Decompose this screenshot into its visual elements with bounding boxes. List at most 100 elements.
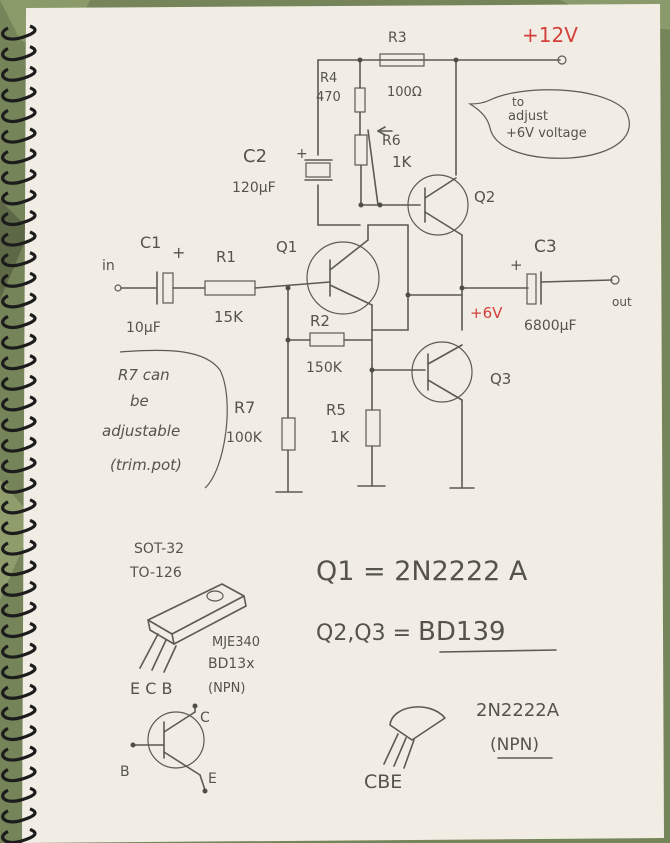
- r1-value: 15K: [214, 308, 244, 326]
- q1-name: Q1: [276, 238, 297, 256]
- spiral-coil: [1, 189, 37, 206]
- spiral-coil: [1, 580, 37, 597]
- npn-symbol: [130, 703, 208, 794]
- to92-package-sketch: [383, 706, 446, 769]
- spiral-coil: [1, 45, 37, 62]
- spiral-coil: [1, 24, 37, 41]
- spiral-binding: [1, 24, 37, 843]
- npn-e-label: E: [208, 771, 217, 787]
- r7-note-4: (trim.pot): [110, 456, 182, 474]
- spiral-coil: [1, 374, 37, 391]
- spiral-coil: [1, 65, 37, 82]
- to126-package-sketch: [139, 583, 247, 673]
- c1-name: C1: [140, 233, 161, 252]
- spiral-coil: [1, 312, 37, 329]
- spiral-coil: [1, 827, 37, 843]
- q2-name: Q2: [474, 188, 495, 206]
- spiral-coil: [1, 745, 37, 762]
- adjust-text-1: to: [512, 95, 524, 109]
- spiral-coil: [1, 498, 37, 515]
- spiral-coil: [1, 477, 37, 494]
- r7-value: 100K: [226, 430, 263, 446]
- spiral-coil: [1, 106, 37, 123]
- r2-name: R2: [310, 312, 330, 330]
- r7-name: R7: [234, 398, 255, 417]
- spiral-coil: [1, 663, 37, 680]
- power-label: +12V: [522, 23, 578, 47]
- r7-note-1: R7 can: [118, 366, 170, 384]
- c2-value: 120μF: [232, 180, 276, 196]
- mid-voltage-label: +6V: [470, 304, 503, 322]
- c1-value: 10μF: [126, 320, 161, 336]
- c2-name: C2: [243, 146, 267, 167]
- spiral-coil: [1, 621, 37, 638]
- adjust-text-2: adjust: [508, 109, 548, 124]
- r6-name: R6: [382, 133, 401, 149]
- spiral-coil: [1, 457, 37, 474]
- r4-name: R4: [320, 71, 337, 86]
- package-line-2: TO-126: [129, 565, 182, 581]
- r7-note-2: be: [130, 392, 149, 410]
- r5-value: 1K: [330, 428, 351, 446]
- r2-value: 150K: [306, 360, 343, 376]
- spiral-coil: [1, 704, 37, 721]
- r5-name: R5: [326, 401, 346, 419]
- r4-value: 470: [316, 90, 341, 105]
- q23-value: BD139: [418, 617, 505, 647]
- to92-type: (NPN): [490, 735, 539, 755]
- c2-plus: +: [296, 146, 308, 162]
- bd139-underline: [439, 649, 557, 653]
- spiral-coil: [1, 168, 37, 185]
- r3-value: 100Ω: [387, 85, 422, 100]
- r1-name: R1: [216, 248, 236, 266]
- spiral-coil: [1, 209, 37, 226]
- adjust-bubble: [467, 89, 630, 159]
- adjust-text-3: +6V voltage: [506, 126, 587, 141]
- spiral-coil: [1, 560, 37, 577]
- q3-name: Q3: [490, 370, 511, 388]
- spiral-coil: [1, 230, 37, 247]
- spiral-coil: [1, 251, 37, 268]
- npn-c-label: C: [200, 710, 210, 726]
- r3-name: R3: [388, 30, 407, 46]
- spiral-coil: [1, 127, 37, 144]
- to92-pins: CBE: [364, 771, 402, 793]
- spiral-coil: [1, 333, 37, 350]
- c1-plus: +: [172, 243, 185, 262]
- spiral-coil: [1, 539, 37, 556]
- spiral-coil: [1, 395, 37, 412]
- spiral-coil: [1, 86, 37, 103]
- spiral-coil: [1, 354, 37, 371]
- in-label: in: [102, 258, 115, 274]
- q1-part-line: Q1 = 2N2222 A: [316, 556, 528, 587]
- to92-name: 2N2222A: [476, 700, 560, 721]
- spiral-coil: [1, 271, 37, 288]
- spiral-coil: [1, 642, 37, 659]
- c3-plus: +: [510, 256, 523, 274]
- bd-line-3: (NPN): [208, 681, 245, 696]
- spiral-coil: [1, 148, 37, 165]
- spiral-coil: [1, 766, 37, 783]
- spiral-coil: [1, 436, 37, 453]
- r7-note-bracket: [119, 349, 228, 489]
- q23-part-line: Q2,Q3 = BD139: [316, 617, 506, 647]
- spiral-coil: [1, 807, 37, 824]
- bd-line-1: MJE340: [212, 635, 260, 650]
- package-line-1: SOT-32: [134, 541, 184, 557]
- q23-prefix: Q2,Q3 =: [316, 621, 418, 646]
- notebook-paper: [22, 4, 664, 843]
- spiral-coil: [1, 786, 37, 803]
- r6-value: 1K: [392, 153, 413, 171]
- spiral-coil: [1, 601, 37, 618]
- out-label: out: [612, 295, 632, 309]
- npn-b-label: B: [120, 764, 130, 780]
- spiral-coil: [1, 415, 37, 432]
- c3-name: C3: [534, 237, 557, 257]
- c3-value: 6800μF: [524, 318, 577, 334]
- spiral-coil: [1, 724, 37, 741]
- spiral-coil: [1, 683, 37, 700]
- spiral-coil: [1, 518, 37, 535]
- spiral-coil: [1, 292, 37, 309]
- bd-line-2: BD13x: [208, 656, 254, 672]
